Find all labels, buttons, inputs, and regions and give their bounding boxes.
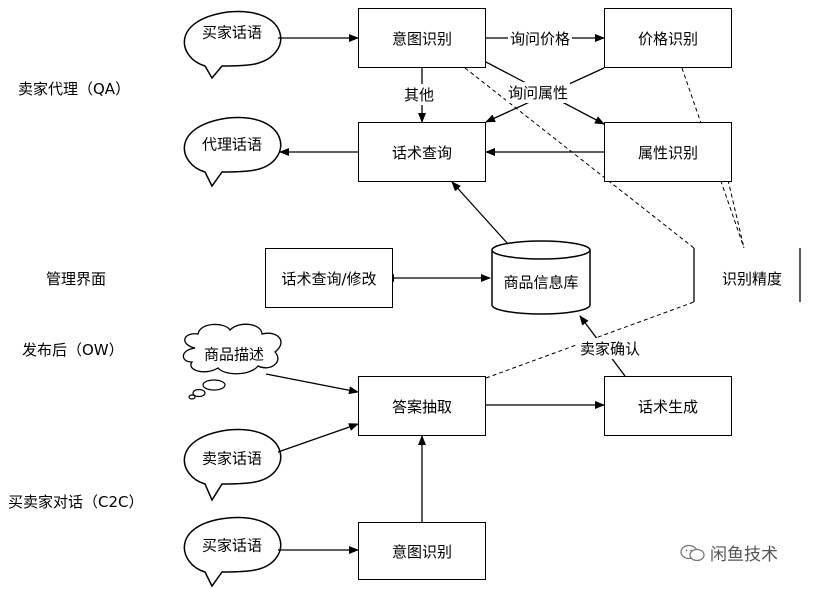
bubble-buyer-top xyxy=(183,10,282,80)
arrow-seller-to-extract xyxy=(277,423,359,453)
box-answer-extract-label: 答案抽取 xyxy=(391,397,452,416)
box-intent-bottom: 意图识别 xyxy=(358,522,486,580)
bubble-agent xyxy=(183,116,282,188)
product-db-top xyxy=(491,240,591,260)
box-intent-top: 意图识别 xyxy=(358,8,486,68)
box-script-gen: 话术生成 xyxy=(604,376,732,436)
row-label-post: 发布后（OW） xyxy=(22,341,124,359)
dash-price xyxy=(681,67,745,249)
thought-dot-2 xyxy=(192,388,206,398)
box-attr-recog: 属性识别 xyxy=(604,122,732,182)
row-label-qa: 卖家代理（QA） xyxy=(18,80,131,98)
box-intent-bottom-label: 意图识别 xyxy=(391,542,452,561)
edge-label-ask-attr: 询问属性 xyxy=(506,82,571,103)
bubble-seller-mid xyxy=(183,428,282,502)
watermark: 闲鱼技术 xyxy=(680,540,778,565)
bubble-buyer-bottom xyxy=(183,516,282,588)
bubble-seller-mid-text: 卖家话语 xyxy=(201,449,263,468)
product-db-label: 商品信息库 xyxy=(503,273,579,292)
row-label-admin: 管理界面 xyxy=(46,270,107,288)
bubble-buyer-top-text: 买家话语 xyxy=(201,23,263,42)
accuracy-label: 识别精度 xyxy=(722,270,783,288)
box-script-query-label: 话术查询 xyxy=(391,143,452,162)
edge-label-ask-price: 询问价格 xyxy=(508,28,573,49)
bubble-product-desc-text: 商品描述 xyxy=(203,345,265,364)
box-attr-recog-label: 属性识别 xyxy=(637,143,698,162)
arrow-db-to-query xyxy=(451,181,509,245)
thought-dot-1 xyxy=(202,379,226,391)
watermark-text: 闲鱼技术 xyxy=(710,545,778,565)
thought-cloud xyxy=(182,323,282,375)
dash-attr xyxy=(727,179,745,249)
thought-dot-3 xyxy=(188,394,196,400)
box-script-query: 话术查询 xyxy=(358,122,486,182)
box-intent-top-label: 意图识别 xyxy=(391,29,452,48)
row-label-c2c: 买卖家对话（C2C） xyxy=(8,493,144,511)
box-script-edit-label: 话术查询/修改 xyxy=(281,269,377,288)
box-answer-extract: 答案抽取 xyxy=(358,376,486,436)
wechat-icon xyxy=(680,544,705,561)
dash-extract xyxy=(485,301,695,379)
product-db-cylinder xyxy=(491,250,591,315)
bubble-agent-text: 代理话语 xyxy=(201,135,263,154)
edge-label-other: 其他 xyxy=(402,84,437,105)
box-price-recog-label: 价格识别 xyxy=(637,29,698,48)
box-script-edit: 话术查询/修改 xyxy=(265,248,393,308)
bubble-buyer-bottom-text: 买家话语 xyxy=(201,536,263,555)
arrow-desc-to-extract xyxy=(265,373,359,395)
edge-label-seller-confirm: 卖家确认 xyxy=(578,338,643,359)
box-script-gen-label: 话术生成 xyxy=(637,397,698,416)
box-price-recog: 价格识别 xyxy=(604,8,732,68)
